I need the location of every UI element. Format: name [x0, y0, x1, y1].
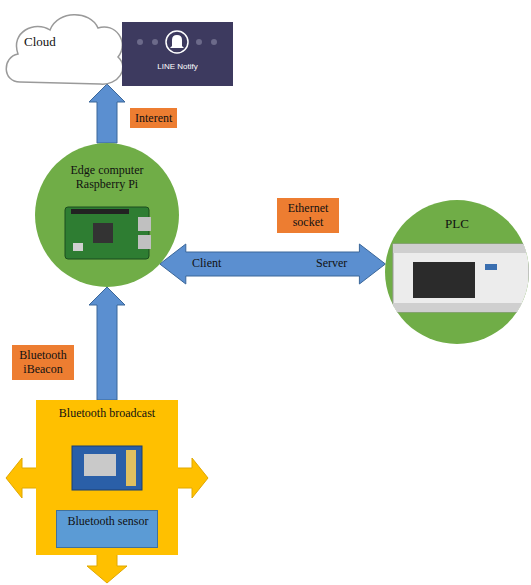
bluetooth-sensor-box: Bluetooth sensor — [56, 510, 158, 548]
node-illustration — [122, 22, 233, 86]
block-arrow — [89, 287, 125, 400]
node-text: Bluetooth sensor — [61, 514, 155, 528]
usb-port — [138, 235, 151, 249]
broadcast-arrow-left — [6, 458, 37, 498]
dot — [137, 39, 143, 45]
bell-icon — [170, 35, 184, 48]
cpu-chip — [93, 223, 113, 243]
terminal-strip — [393, 244, 529, 253]
terminal-strip — [393, 303, 529, 312]
node-text: Bluetooth broadcast — [57, 406, 157, 420]
node-text: LINE Notify — [122, 62, 233, 72]
edge-label-box: Ethernet socket — [277, 198, 339, 233]
line-notify-panel: LINE Notify — [122, 22, 233, 86]
node-text: Cloud — [24, 34, 84, 50]
bluetooth-broadcast-box: Bluetooth broadcastBluetooth sensor — [36, 400, 178, 555]
pi-board — [65, 207, 149, 259]
dot — [196, 39, 202, 45]
block-arrow — [89, 84, 125, 143]
plc-body — [393, 244, 529, 312]
cloud-outline — [6, 15, 123, 84]
cloud-shape: Cloud — [0, 2, 128, 94]
edge-label: Bluetooth iBeacon — [17, 348, 69, 377]
sensor-board — [72, 446, 142, 490]
broadcast-arrow-right — [177, 458, 208, 498]
bell-ring — [166, 31, 188, 53]
plc-panel — [413, 262, 475, 298]
usb-port — [138, 217, 151, 231]
edge-label-box: Bluetooth iBeacon — [12, 345, 74, 380]
endpoint-label: Client — [192, 256, 221, 270]
edge-label: Ethernet socket — [282, 201, 334, 230]
node-illustration — [0, 2, 128, 94]
plc-circle: PLC — [385, 200, 529, 344]
node-text: Edge computer Raspberry Pi — [59, 163, 155, 192]
block-arrow — [160, 244, 386, 284]
edge-label-box: Interent — [130, 108, 177, 128]
edge-label: Interent — [135, 111, 172, 125]
gpio-header — [71, 209, 129, 214]
plc-logo — [485, 264, 497, 270]
dot — [152, 39, 158, 45]
sensor-chip — [84, 454, 116, 476]
endpoint-label: Server — [316, 256, 347, 270]
component — [73, 243, 83, 251]
sensor-pins — [126, 450, 136, 486]
broadcast-arrow-down — [87, 554, 127, 583]
node-text: PLC — [409, 216, 505, 232]
edge-computer-circle: Edge computer Raspberry Pi — [35, 143, 179, 287]
dot — [211, 39, 217, 45]
